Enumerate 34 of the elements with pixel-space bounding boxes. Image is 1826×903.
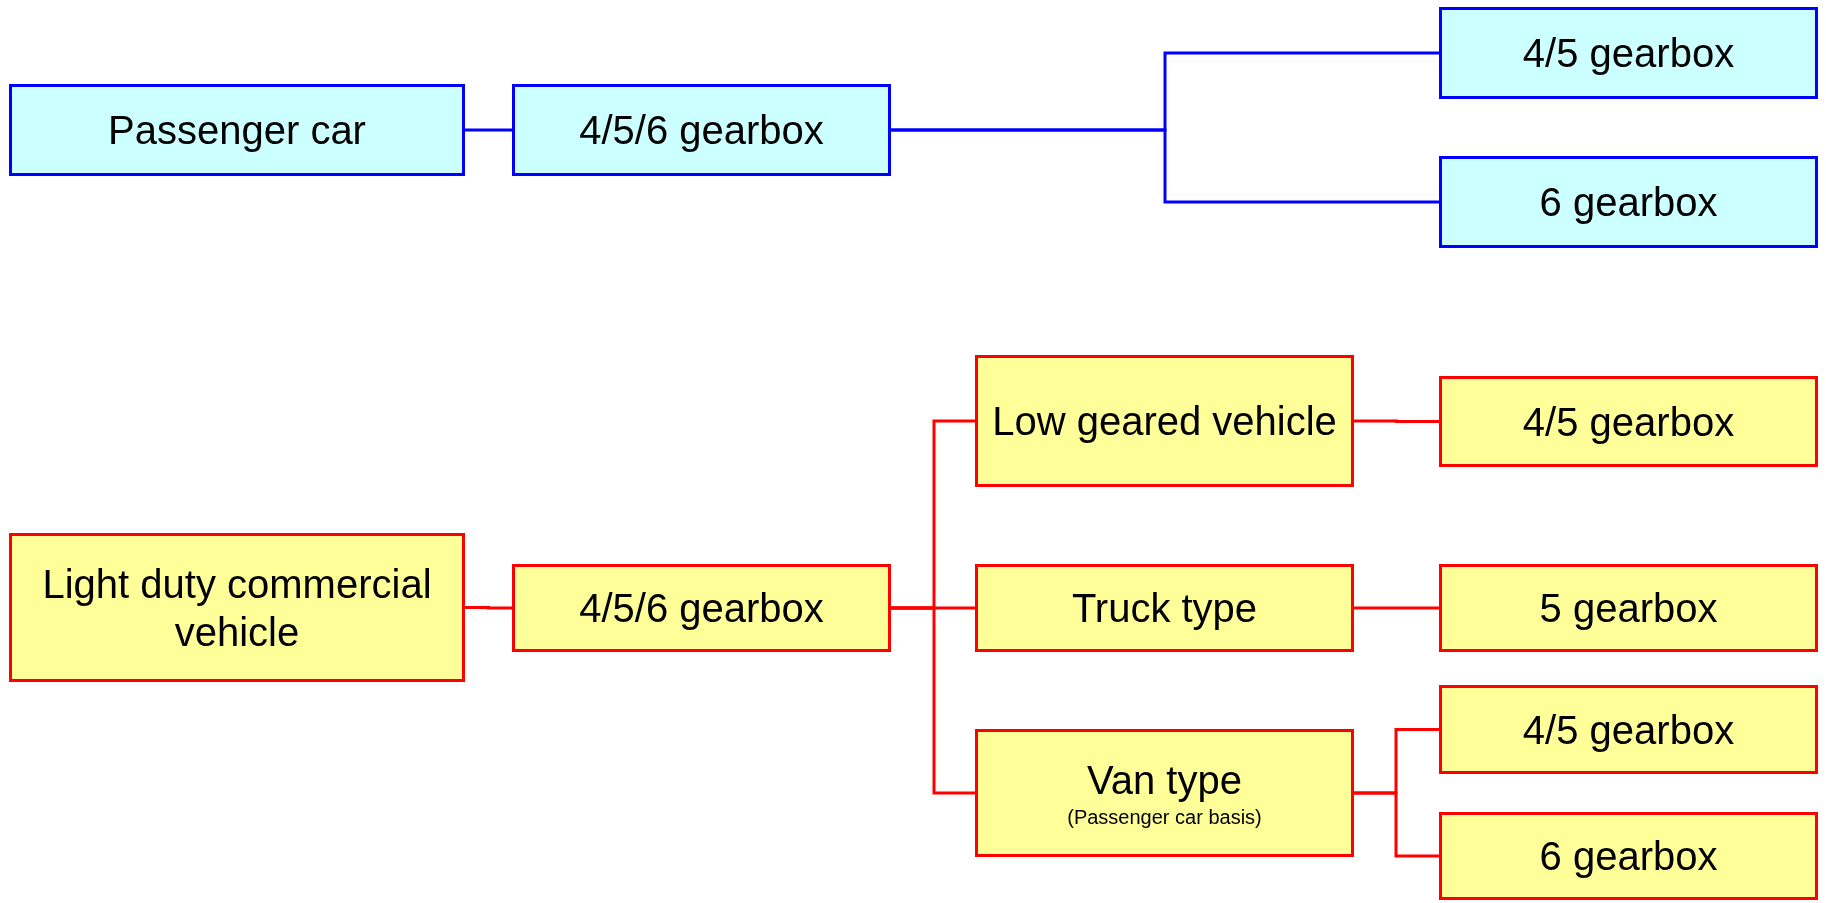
connector-line bbox=[891, 128, 1439, 204]
process-box bbox=[1439, 156, 1818, 248]
box-label: 6 gearbox bbox=[1538, 179, 1719, 226]
box-label: 4/5/6 gearbox bbox=[578, 585, 825, 632]
box-label: Truck type bbox=[1070, 585, 1259, 632]
process-box bbox=[9, 533, 465, 682]
box-label: 4/5/6 gearbox bbox=[578, 107, 825, 154]
connector-line bbox=[1354, 419, 1439, 423]
box-label: 4/5 gearbox bbox=[1521, 706, 1736, 754]
box-label: Light duty commercial vehicle bbox=[41, 560, 433, 656]
process-box bbox=[1439, 376, 1818, 467]
process-box bbox=[975, 564, 1354, 652]
connector-line bbox=[1354, 791, 1439, 858]
process-box bbox=[9, 84, 465, 176]
process-box bbox=[512, 564, 891, 652]
connector-line bbox=[465, 606, 512, 610]
box-label: Van type bbox=[1086, 757, 1243, 804]
connector-line bbox=[891, 606, 975, 795]
process-box bbox=[512, 84, 891, 176]
process-box bbox=[975, 729, 1354, 857]
connector-line bbox=[465, 128, 512, 132]
process-box bbox=[1439, 7, 1818, 99]
box-label: Low geared vehicle bbox=[991, 398, 1338, 445]
box-label: Passenger car bbox=[107, 107, 367, 154]
box-sublabel: (Passenger car basis) bbox=[1067, 805, 1262, 830]
process-box bbox=[1439, 812, 1818, 900]
process-box bbox=[975, 355, 1354, 487]
box-label: 4/5 gearbox bbox=[1521, 30, 1736, 77]
box-label: 5 gearbox bbox=[1538, 585, 1719, 632]
process-box bbox=[1439, 685, 1818, 774]
connector-line bbox=[1354, 606, 1439, 610]
box-label: 6 gearbox bbox=[1538, 833, 1719, 880]
process-box bbox=[1439, 564, 1818, 652]
box-label: 4/5 gearbox bbox=[1521, 398, 1736, 446]
